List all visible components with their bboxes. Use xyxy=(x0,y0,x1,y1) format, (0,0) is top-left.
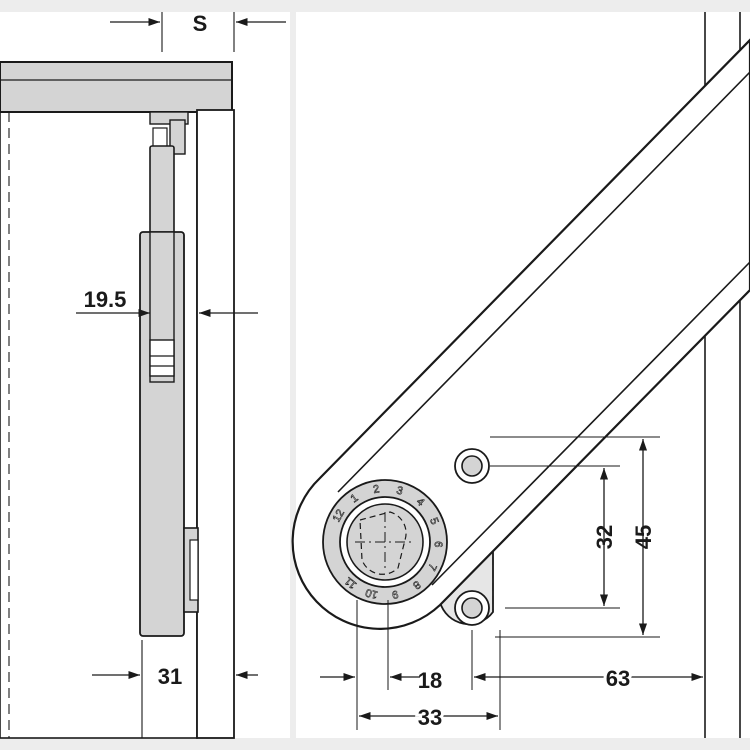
pivot-hidden-outline xyxy=(359,511,407,575)
dim-63-label: 63 xyxy=(606,666,630,691)
front-door xyxy=(196,109,235,739)
dial-number-7: 7 xyxy=(425,561,438,572)
screw-head-bottom xyxy=(461,597,483,619)
dial-number-5: 5 xyxy=(427,516,440,526)
dim-45-label: 45 xyxy=(631,525,656,549)
stay-clamp xyxy=(149,339,175,377)
dial-number-9: 9 xyxy=(391,588,399,601)
dim-18-label: 18 xyxy=(418,668,442,693)
dial-number-3: 3 xyxy=(395,484,404,497)
dial-number-12: 12 xyxy=(331,508,347,525)
dim-32-label: 32 xyxy=(592,525,617,549)
dial-number-2: 2 xyxy=(372,483,380,496)
bracket-clip xyxy=(169,119,186,155)
dim-31-label: 31 xyxy=(158,664,182,689)
dial-number-6: 6 xyxy=(432,541,444,548)
side-view: S 19.5 31 xyxy=(0,11,290,739)
cabinet-top-panel xyxy=(0,61,233,113)
dim-19-5-label: 19.5 xyxy=(84,287,127,312)
dim-33-label: 33 xyxy=(418,705,442,730)
dial-number-10: 10 xyxy=(364,586,379,601)
screw-head-top xyxy=(461,455,483,477)
arm-inner-edge xyxy=(337,71,750,586)
piston-mount xyxy=(152,127,168,149)
dim-s-label: S xyxy=(193,11,208,36)
stay-arm xyxy=(291,38,750,630)
